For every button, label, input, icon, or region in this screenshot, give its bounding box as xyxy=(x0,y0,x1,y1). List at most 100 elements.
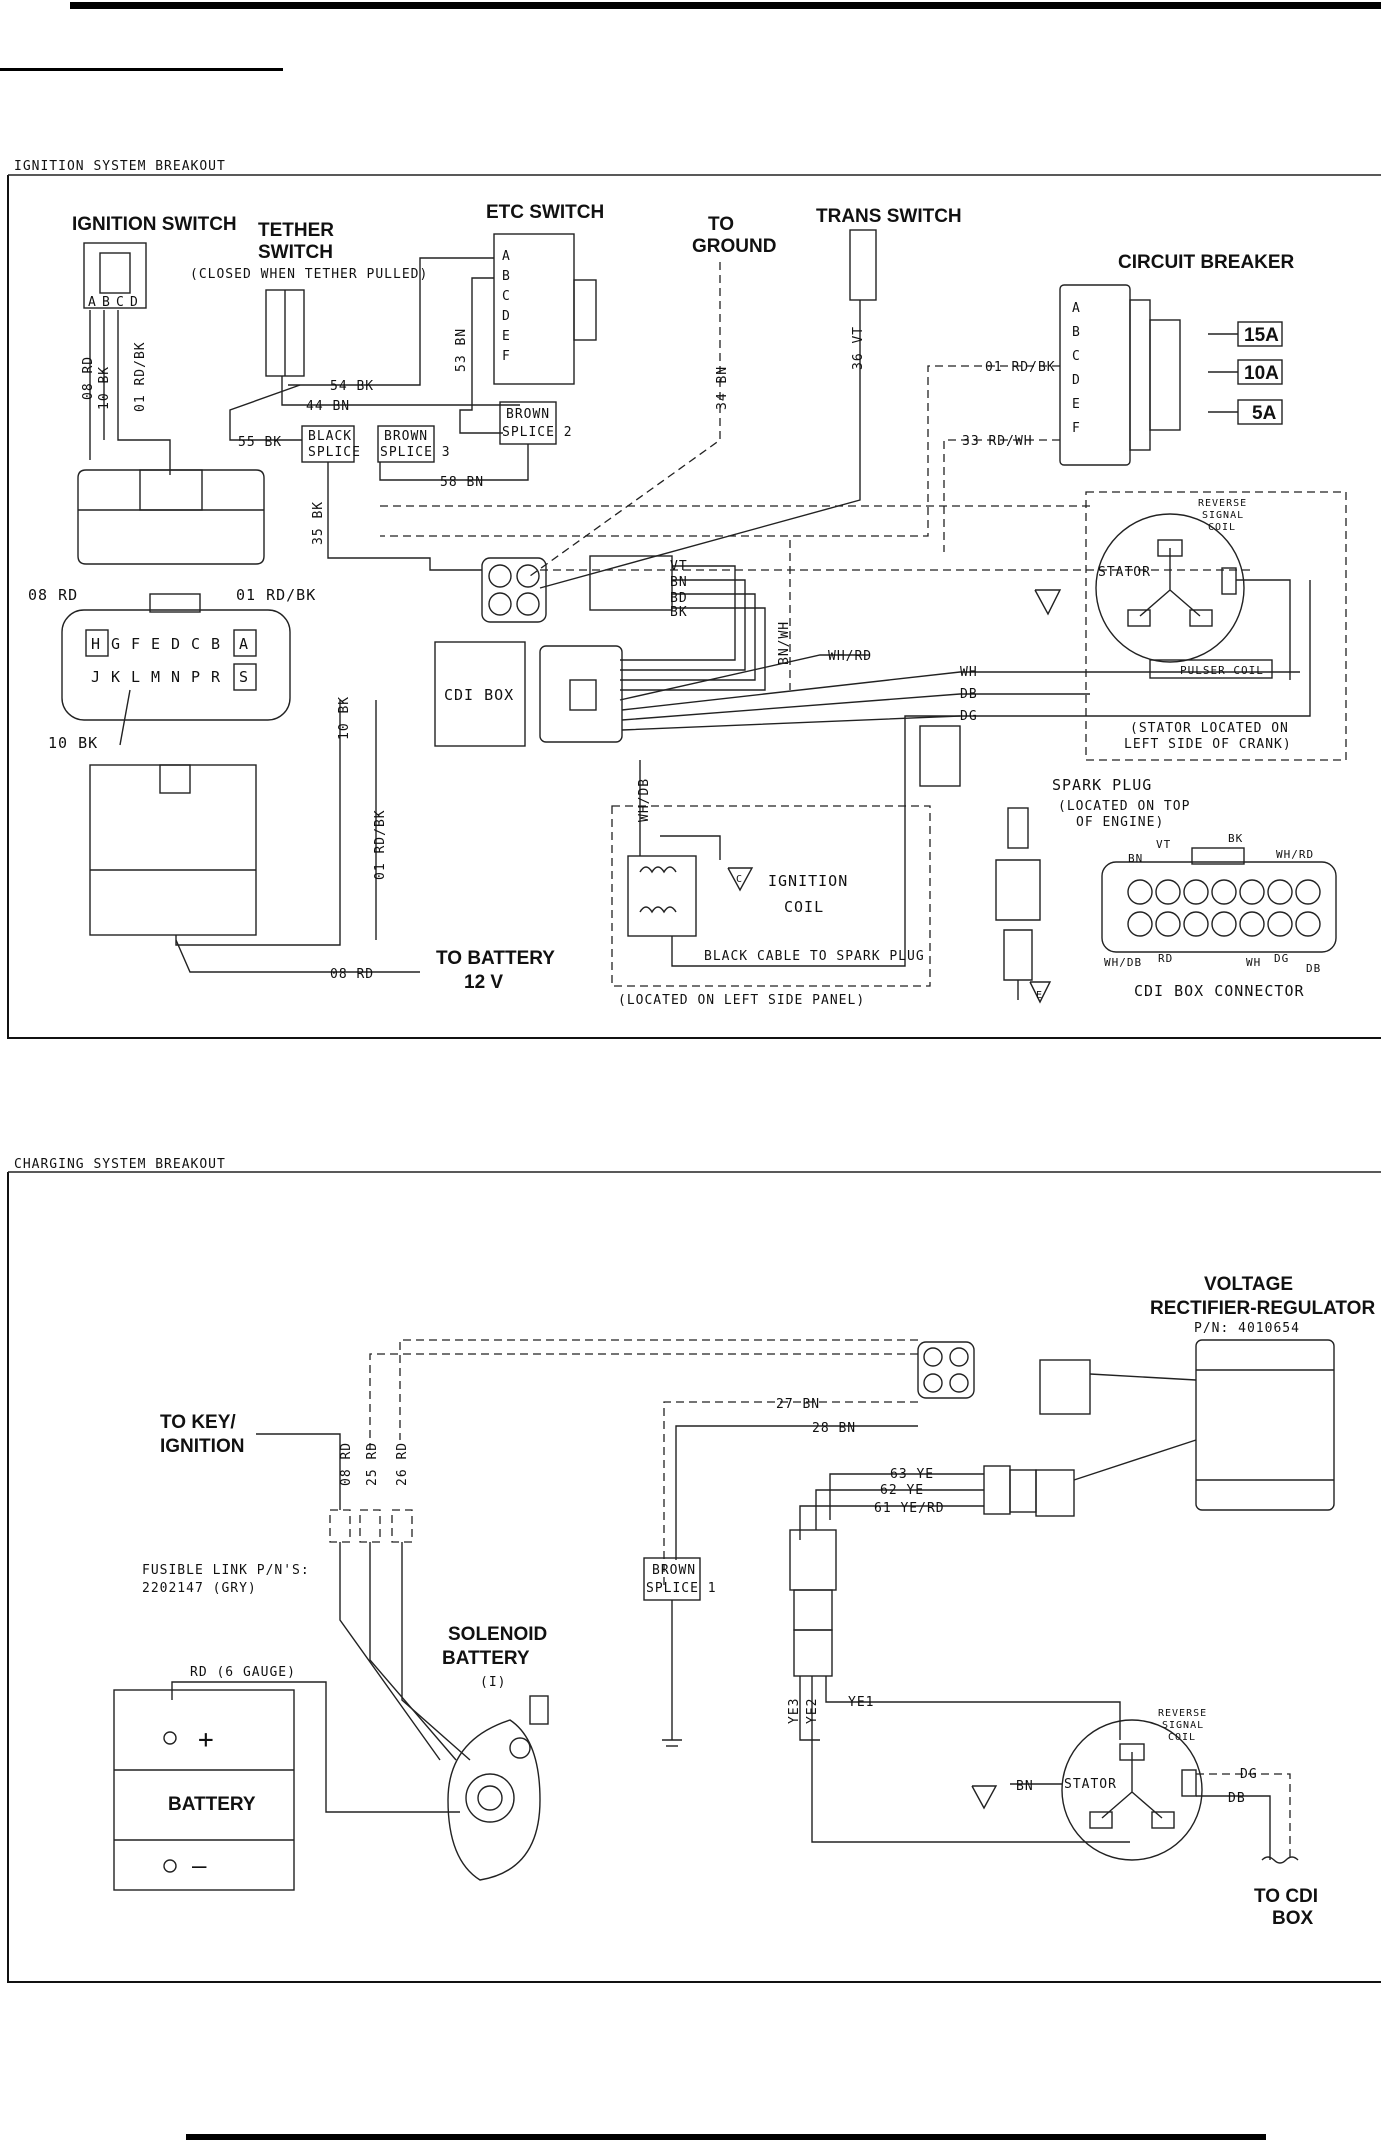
cdi-pin-bottom-7 xyxy=(1295,911,1321,937)
reverse-coil-label-2: SIGNAL xyxy=(1202,510,1244,521)
wire-bn-label: BN xyxy=(670,575,688,590)
cdi-pin-vt: VT xyxy=(1156,838,1171,851)
breaker-pin-e: E xyxy=(1072,397,1081,412)
charging-reverse-coil xyxy=(1181,1769,1197,1797)
to-ground-label-1: TO xyxy=(708,214,734,235)
wire-34bn-label: 34 BN xyxy=(715,366,730,410)
spark-plug-ground-symbol xyxy=(1029,981,1052,1004)
harness-body-latch xyxy=(159,764,191,794)
pin-f: F xyxy=(131,635,141,653)
brown-splice-3 xyxy=(377,425,435,463)
ignition-switch xyxy=(83,242,147,309)
wire-vt xyxy=(620,565,736,661)
wire-25rd-label: 25 RD xyxy=(365,1442,380,1486)
wire-vt-label: VT xyxy=(670,559,688,574)
wire-28bn xyxy=(675,1425,918,1560)
solenoid-terminal-outer xyxy=(465,1773,515,1823)
etc-pin-e: E xyxy=(502,329,511,344)
breaker-pin-b: B xyxy=(1072,325,1081,340)
spark-plug-note-1: (LOCATED ON TOP xyxy=(1058,799,1190,814)
wire-db-charging xyxy=(1196,1795,1271,1860)
charging-stator-coil-top xyxy=(1119,1743,1145,1761)
solenoid xyxy=(447,1719,541,1881)
wire-25rd-solenoid xyxy=(369,1542,457,1761)
charging-stator-windings xyxy=(1101,1752,1163,1819)
wire-26rd-label: 26 RD xyxy=(395,1442,410,1486)
fuse-15a-label: 15A xyxy=(1244,325,1279,346)
etc-pin-f: F xyxy=(502,349,511,364)
charging-four-pin-1 xyxy=(923,1347,943,1367)
wire-dg xyxy=(621,580,1311,731)
wire-ye1-label: YE1 xyxy=(848,1695,874,1710)
etc-switch-label: ETC SWITCH xyxy=(486,202,604,223)
wire-db xyxy=(621,693,1090,721)
wire-bnwh-label: BN/WH xyxy=(777,621,792,665)
wire-36vt xyxy=(539,300,861,589)
bottom-rule xyxy=(186,2134,1266,2140)
ignition-coil-label-1: IGNITION xyxy=(768,872,848,890)
ignition-switch-pin-d: D xyxy=(130,295,139,310)
cdi-box-connector-tab xyxy=(1191,847,1245,865)
wire-dg-label: DG xyxy=(960,709,978,724)
circuit-breaker-body xyxy=(1149,319,1181,431)
charging-stator-coil-left xyxy=(1089,1811,1113,1829)
wire-01rdbk-breaker-label: 01 RD/BK xyxy=(985,360,1056,375)
main-connector-bottom-pins: J K L M N P R S xyxy=(91,663,257,691)
fuse-5a-label: 5A xyxy=(1252,403,1277,424)
wire-ye3-label: YE3 xyxy=(787,1698,802,1724)
pin-k: K xyxy=(111,668,121,686)
charging-section-title: CHARGING SYSTEM BREAKOUT xyxy=(14,1157,226,1172)
wire-58bn-label: 58 BN xyxy=(440,475,484,490)
spark-plug-ground-label: E xyxy=(1036,990,1043,1001)
charging-stator-label: STATOR xyxy=(1064,1777,1117,1792)
pin-h: H xyxy=(91,635,101,653)
tether-note: (CLOSED WHEN TETHER PULLED) xyxy=(190,267,428,282)
solenoid-terminal-inner xyxy=(477,1785,503,1811)
pin-j: J xyxy=(91,668,101,686)
stator xyxy=(1095,513,1245,663)
wire-01rdbk-label: 01 RD/BK xyxy=(133,341,148,412)
fuse-5a: 5A xyxy=(1208,399,1283,425)
wire-62ye xyxy=(815,1489,984,1530)
pulser-coil-label: PULSER COIL xyxy=(1180,664,1264,677)
cdi-pin-bk: BK xyxy=(1228,832,1243,845)
pulser-coil-box xyxy=(1149,659,1273,679)
wire-35bk xyxy=(327,462,482,571)
wire-54bk-label: 54 BK xyxy=(330,379,374,394)
cdi-box-label: CDI BOX xyxy=(444,686,514,704)
wire-bk-label: BK xyxy=(670,605,688,620)
ignition-switch-pin-b: B xyxy=(102,295,111,310)
wire-db-label: DB xyxy=(960,687,978,702)
regulator-plug-a xyxy=(1039,1359,1091,1415)
etc-switch-plunger xyxy=(573,279,597,341)
cdi-pins-top xyxy=(1127,879,1321,905)
ye-connector-b xyxy=(1009,1469,1037,1513)
wire-25rd-dashed xyxy=(369,1353,918,1450)
fuse-10a: 10A xyxy=(1208,359,1283,385)
battery-negative-terminal xyxy=(163,1859,177,1873)
stator-label: STATOR xyxy=(1098,565,1151,580)
ignition-section-title: IGNITION SYSTEM BREAKOUT xyxy=(14,159,226,174)
top-rule xyxy=(70,2,1381,9)
solenoid-label-2: BATTERY xyxy=(442,1648,530,1669)
wire-01rdbk-harness-label: 01 RD/BK xyxy=(373,809,388,880)
coil-ground-lead xyxy=(660,835,721,860)
wire-bk xyxy=(620,607,766,691)
four-pin-4 xyxy=(516,592,540,616)
brown-splice-1-label-2: SPLICE 1 xyxy=(646,1581,717,1596)
wire-dg-to-plug xyxy=(904,715,960,800)
cdi-pin-top-2 xyxy=(1155,879,1181,905)
ignition-switch-slot xyxy=(99,252,131,294)
etc-pin-d: D xyxy=(502,309,511,324)
fusible-link-1 xyxy=(329,1509,351,1543)
spark-plug xyxy=(995,807,1041,1000)
breaker-pin-a: A xyxy=(1072,301,1081,316)
main-connector xyxy=(61,609,291,721)
stator-ground-symbol xyxy=(1034,589,1062,616)
cdi-pin-bottom-2 xyxy=(1155,911,1181,937)
ignition-frame xyxy=(7,175,1381,1039)
cdi-box xyxy=(434,641,526,747)
regulator-plug-b xyxy=(1035,1469,1075,1517)
battery-positive-terminal xyxy=(163,1731,177,1745)
charging-stator xyxy=(1061,1719,1203,1861)
